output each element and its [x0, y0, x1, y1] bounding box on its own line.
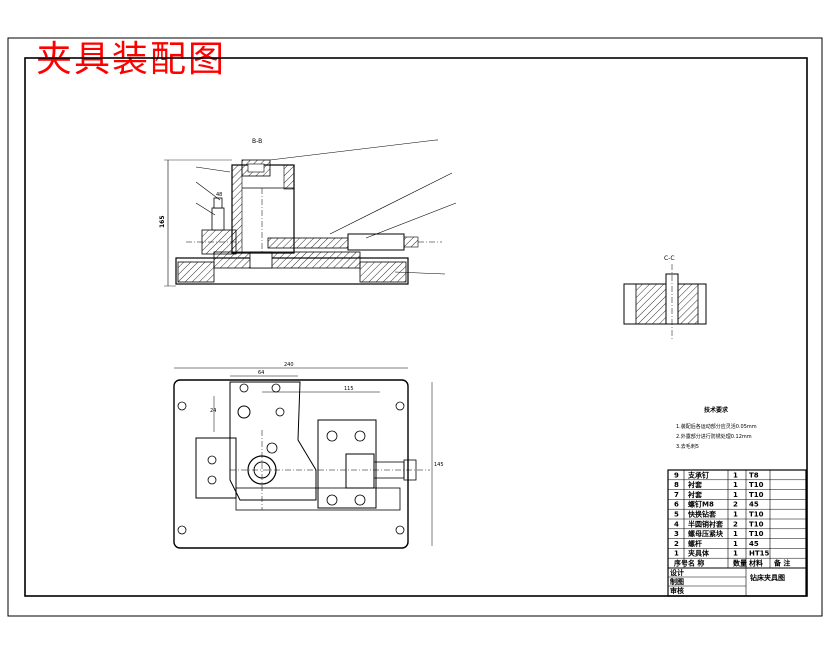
- note-line-3: 3.去毛刺5: [676, 443, 699, 450]
- section-view-cc: C-C: [623, 255, 707, 340]
- bom-cell-name: 夹具体: [688, 549, 710, 558]
- bom-cell-name: 快换钻套: [688, 510, 717, 519]
- dim-145: 145: [434, 462, 444, 468]
- bom-cell-mat: T10: [749, 491, 764, 499]
- bom-cell-no: 9: [674, 471, 679, 479]
- bom-cell-name: 半圆销衬套: [688, 519, 724, 528]
- bom-header-mat: 材料: [748, 559, 763, 568]
- bom-cell-mat: T10: [749, 481, 764, 489]
- title-block-check: 审核: [670, 586, 684, 595]
- notes-heading: 技术要求: [704, 406, 729, 414]
- bom-cell-mat: T8: [749, 471, 759, 479]
- section-label-cc: C-C: [664, 255, 675, 262]
- dim-24: 24: [210, 408, 216, 414]
- dim-64: 64: [258, 370, 264, 376]
- note-line-1: 1.装配后各运动部分应灵活0.05mm: [676, 423, 757, 430]
- bom-cell-no: 5: [674, 511, 679, 519]
- bom-cell-no: 2: [674, 540, 679, 548]
- bom-cell-no: 3: [674, 530, 679, 538]
- bom-cell-qty: 1: [733, 540, 738, 548]
- dim-small-48: 48: [216, 192, 222, 198]
- outer-frame: [7, 37, 823, 617]
- title-block: 设计 制图 审核 钻床夹具图: [668, 568, 785, 595]
- section-view-bb: B-B 165: [159, 138, 457, 287]
- bom-cell-mat: 45: [749, 501, 759, 509]
- bom-cell-mat: T10: [749, 520, 764, 528]
- bom-cell-no: 6: [674, 501, 679, 509]
- dim-height-165: 165: [159, 215, 166, 228]
- bom-header-no: 序号: [673, 559, 688, 568]
- bom-header-name: 名 称: [688, 559, 704, 568]
- plan-view: 240 64 115 24 145: [173, 362, 444, 549]
- bom-cell-qty: 2: [733, 520, 738, 528]
- bom-header-qty: 数量: [733, 559, 747, 568]
- bom-cell-mat: T10: [749, 530, 764, 538]
- bom-cell-mat: 45: [749, 540, 759, 548]
- bom-cell-qty: 1: [733, 511, 738, 519]
- bom-cell-no: 4: [674, 520, 679, 528]
- bom-header-note: 备 注: [773, 559, 790, 568]
- bom-cell-no: 8: [674, 481, 679, 489]
- bom-cell-mat: HT15: [749, 550, 770, 558]
- inner-frame: [24, 57, 808, 597]
- bom-cell-qty: 2: [733, 501, 738, 509]
- bom-cell-name: 衬套: [687, 490, 703, 499]
- bom-cell-mat: T10: [749, 511, 764, 519]
- technical-notes: 技术要求 1.装配后各运动部分应灵活0.05mm 2.外露部分进行防锈处理0.1…: [676, 406, 757, 450]
- bom-cell-name: 支承钉: [687, 470, 709, 479]
- bom-cell-name: 螺杆: [688, 539, 702, 548]
- bom-cell-qty: 1: [733, 530, 738, 538]
- title-block-draw: 制图: [670, 577, 684, 586]
- bom-cell-qty: 1: [733, 550, 738, 558]
- bom-cell-qty: 1: [733, 481, 738, 489]
- bom-cell-no: 1: [674, 550, 679, 558]
- dim-115: 115: [344, 386, 354, 392]
- bom-cell-qty: 1: [733, 491, 738, 499]
- title-block-drawing-name: 钻床夹具图: [750, 573, 785, 582]
- dim-240: 240: [284, 362, 294, 368]
- bom-cell-name: 衬套: [687, 480, 703, 489]
- bom-cell-qty: 1: [733, 471, 738, 479]
- section-label-bb: B-B: [252, 138, 262, 145]
- note-line-2: 2.外露部分进行防锈处理0.12mm: [676, 433, 752, 440]
- bom-cell-name: 螺钉M8: [688, 500, 714, 509]
- drawing-title-banner: 夹具装配图: [36, 39, 227, 80]
- bom-cell-name: 螺母压紧块: [688, 529, 724, 538]
- title-block-design: 设计: [670, 568, 684, 577]
- bom-cell-no: 7: [674, 491, 679, 499]
